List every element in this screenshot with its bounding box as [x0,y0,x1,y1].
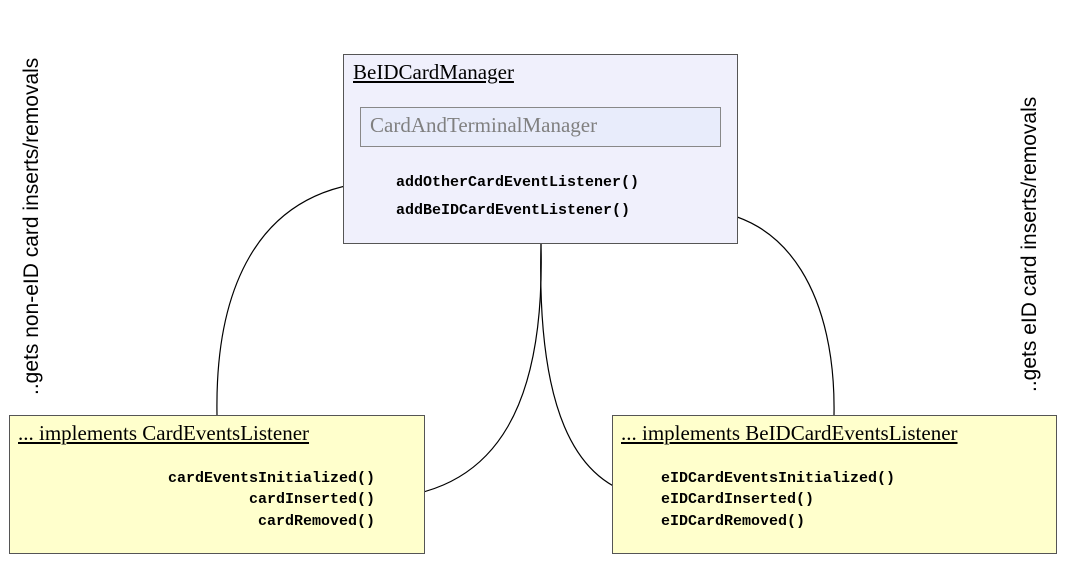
connector-manager-to-card-inserted [386,243,542,504]
eid-card-events-initialized-method: eIDCardEventsInitialized() [661,470,896,487]
beid-card-events-listener-box: ... implements BeIDCardEventsListener eI… [612,415,1057,554]
inner-manager-label: CardAndTerminalManager [370,113,598,137]
eid-card-removed-method: eIDCardRemoved() [661,513,806,530]
card-events-listener-box: ... implements CardEventsListener cardEv… [9,415,425,554]
connector-left-to-add-other [216,175,387,416]
right-listener-title: ... implements BeIDCardEventsListener [621,421,958,445]
add-beid-card-event-listener-method: addBeIDCardEventListener() [396,202,631,219]
card-events-initialized-method: cardEventsInitialized() [167,470,375,487]
card-and-terminal-manager-box: CardAndTerminalManager [360,107,721,147]
left-listener-title: ... implements CardEventsListener [18,421,310,445]
card-removed-method: cardRemoved() [257,513,375,530]
add-other-card-event-listener-method: addOtherCardEventListener() [396,174,640,191]
beid-card-manager-box: BeIDCardManager CardAndTerminalManager a… [343,54,738,244]
right-side-label: ..gets eID card inserts/removals [1018,96,1041,392]
card-inserted-method: cardInserted() [248,491,375,508]
manager-title: BeIDCardManager [353,60,514,84]
eid-card-inserted-method: eIDCardInserted() [661,491,815,508]
left-side-label: ..gets non-eID card inserts/removals [20,57,43,395]
